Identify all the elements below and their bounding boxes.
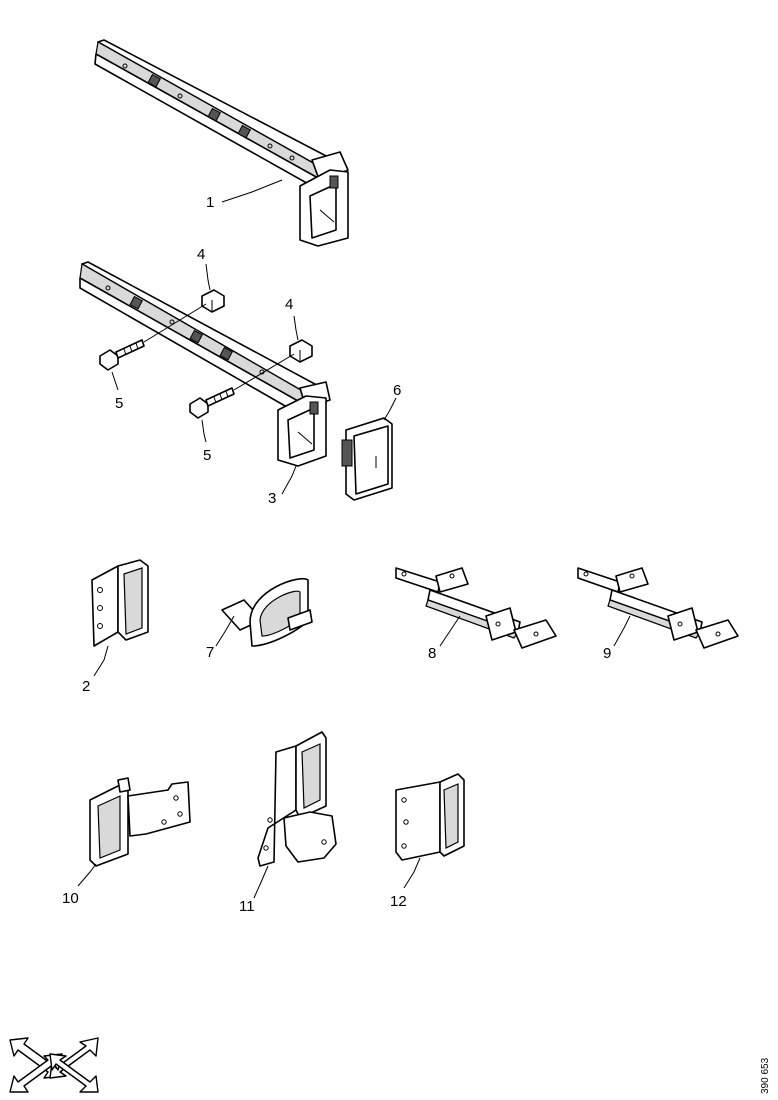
part-7-hoop-bracket [221, 578, 313, 647]
part-5-bolt-lower [189, 353, 295, 419]
part-3-rail-assembly [79, 261, 331, 467]
part-6-end-cap [341, 417, 393, 501]
part-4-nut-lower [289, 339, 313, 363]
part-10-frame-bracket [89, 777, 191, 867]
callout-10: 10 [62, 890, 79, 907]
document-number: 390 653 [760, 1057, 771, 1094]
part-8-angled-bracket [395, 567, 557, 649]
part-2-u-bracket [91, 559, 149, 647]
callout-4-upper: 4 [197, 246, 205, 263]
callout-11: 11 [239, 898, 255, 915]
callout-3: 3 [268, 490, 276, 507]
callout-4-lower: 4 [285, 296, 293, 313]
callout-9: 9 [603, 645, 611, 662]
part-9-angled-bracket [577, 567, 739, 649]
part-1-rail-assembly [94, 39, 349, 247]
part-12-u-bracket [395, 773, 465, 861]
callout-1: 1 [206, 194, 214, 211]
callout-12: 12 [390, 893, 407, 910]
callout-8: 8 [428, 645, 436, 662]
callout-5-upper: 5 [115, 395, 123, 412]
part-4-nut-upper [201, 289, 225, 313]
callout-7: 7 [206, 644, 214, 661]
double-arrow-icon [9, 1037, 99, 1093]
callout-6: 6 [393, 382, 401, 399]
callout-2: 2 [82, 678, 90, 695]
part-5-bolt-upper [99, 303, 207, 371]
part-11-mounting-plate [257, 731, 337, 867]
callout-5-lower: 5 [203, 447, 211, 464]
